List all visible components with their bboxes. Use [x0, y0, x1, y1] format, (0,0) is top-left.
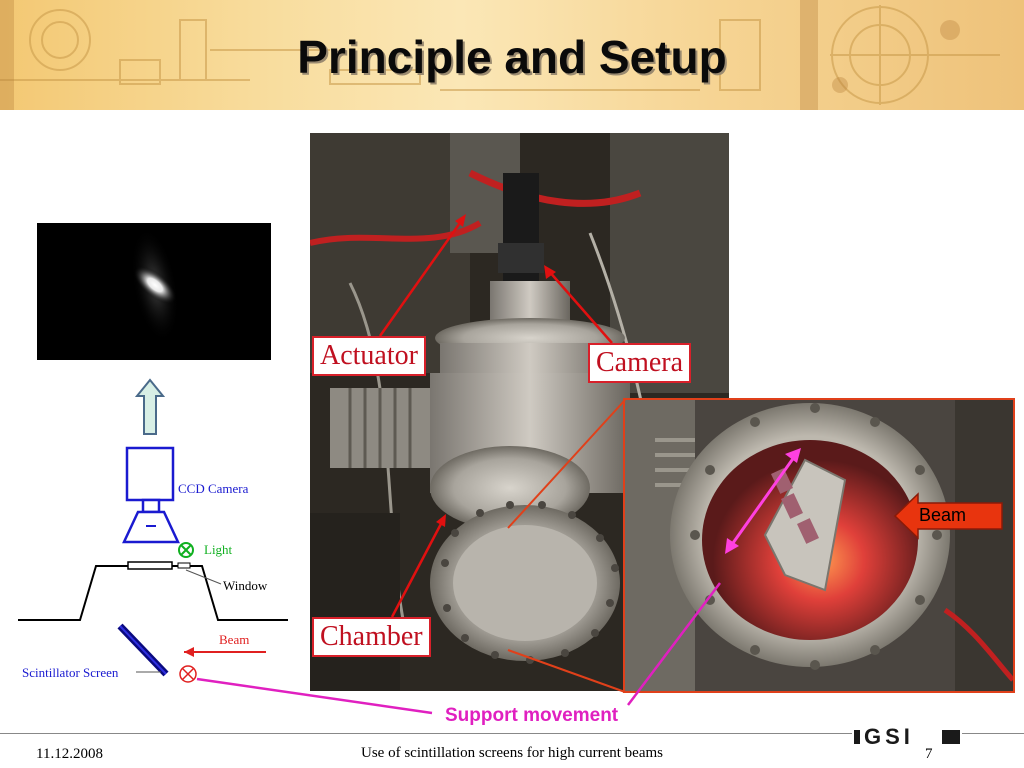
camera-callout: Camera: [588, 343, 692, 383]
window-icon: [127, 561, 173, 570]
setup-schematic: CCD Camera Light Window Beam Scintillato…: [16, 438, 292, 694]
light-source-icon: [178, 542, 194, 558]
gsi-logo: GSI: [852, 722, 962, 748]
slide-title: Principle and Setup: [297, 31, 727, 83]
inset-photo: [623, 398, 1015, 693]
beam-spot-graphic: [131, 227, 179, 343]
beam-direction-icon: [179, 665, 197, 683]
chamber-callout: Chamber: [312, 617, 431, 657]
window-label: Window: [223, 578, 268, 593]
scintillator-screen-label: Scintillator Screen: [22, 665, 119, 680]
gsi-logo-text: GSI: [864, 724, 914, 748]
actuator-callout: Actuator: [312, 336, 426, 376]
light-label: Light: [204, 542, 233, 557]
schematic-beam-label: Beam: [219, 632, 250, 647]
inset-beam-label: Beam: [919, 505, 967, 525]
inset-photo-drawing: [625, 400, 1013, 691]
footer-caption: Use of scintillation screens for high cu…: [361, 745, 663, 761]
up-arrow-icon: [135, 378, 165, 435]
support-movement-label: Support movement: [445, 705, 619, 726]
banner-texture: [0, 0, 1000, 110]
page-number: 7: [925, 746, 933, 762]
beam-spot-image: [37, 223, 271, 360]
schematic-drawing: [18, 446, 288, 683]
footer-date: 11.12.2008: [36, 746, 103, 762]
footer-divider: [0, 733, 1024, 734]
ccd-camera-label: CCD Camera: [178, 481, 249, 496]
title-banner: Principle and Setup: [0, 0, 1024, 110]
ccd-camera-icon: [125, 446, 175, 502]
